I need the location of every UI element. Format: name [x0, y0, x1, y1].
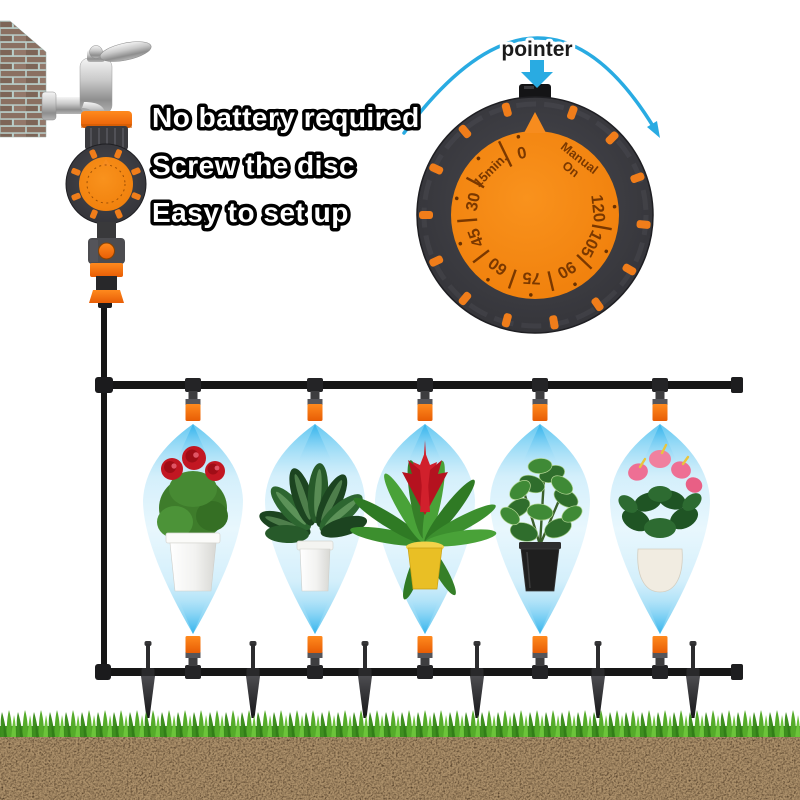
- brick-wall: [0, 20, 47, 138]
- dial-rim-tabs: [419, 102, 651, 330]
- faucet-handle: [99, 41, 152, 62]
- mist-nozzle-top: [652, 378, 668, 421]
- mist-nozzle-bottom: [185, 636, 201, 679]
- plant-foliage: [499, 458, 583, 592]
- dial-label-120: 120: [587, 194, 608, 223]
- bromeliad-flower: [402, 440, 448, 515]
- dial-dot-marks: [454, 134, 617, 297]
- pointer-label: pointer: [501, 38, 572, 61]
- dial-label-30: 30: [463, 191, 484, 213]
- hose-adapter: [89, 290, 124, 303]
- mist-nozzle-bottom: [417, 636, 433, 679]
- ground-spike: [686, 641, 700, 718]
- plant-calathea: [259, 463, 368, 592]
- soil-layer: [0, 737, 800, 800]
- anthurium-flowers: [628, 443, 703, 493]
- mist-nozzle-top: [532, 378, 548, 421]
- ground-spike: [246, 641, 260, 718]
- pipe-end-cap-bottom: [731, 664, 743, 680]
- water-timer-device: [65, 111, 147, 303]
- plant-rose: [157, 446, 228, 592]
- callout-line-2: Screw the disc: [152, 150, 355, 181]
- dial-label-0: 0: [516, 144, 529, 164]
- pointer-arrow-icon: [521, 60, 553, 88]
- callout-text: No battery required Screw the disc Easy …: [149, 99, 423, 232]
- dial-label-75: 75: [522, 268, 541, 287]
- plant-pot: [519, 542, 561, 549]
- dial-label-45: 45: [465, 226, 488, 250]
- timer-top-coupling: [81, 111, 132, 128]
- plant-pot: [637, 548, 683, 593]
- mist-nozzle-bottom: [307, 636, 323, 679]
- plant-anthurium: [618, 443, 703, 593]
- faucet: [41, 41, 152, 121]
- ground-spike: [141, 641, 155, 718]
- timer-dial-small: [65, 143, 147, 225]
- dial-face: [451, 131, 619, 299]
- riser-pipe: [101, 300, 107, 676]
- elbow-fitting-bottom: [95, 664, 111, 680]
- pipe-end-cap-top: [731, 377, 743, 393]
- mist-nozzle-top: [185, 378, 201, 421]
- dial-tick-marks: [457, 140, 612, 292]
- plant-pot: [165, 532, 221, 544]
- tee-fitting-top: [95, 377, 113, 393]
- mist-nozzle-bottom: [652, 636, 668, 679]
- callout-line-1: No battery required: [152, 102, 420, 133]
- rotation-arc-icon: [402, 36, 658, 135]
- ground-spike: [358, 641, 372, 718]
- mist-nozzle-bottom: [532, 636, 548, 679]
- arc-arrowhead-icon: [647, 121, 660, 138]
- ground-spike: [470, 641, 484, 718]
- timer-dial-large: 0 15min. 30 45 60 75 90 105 120 ManualOn: [416, 84, 654, 334]
- callout-line-3: Easy to set up: [152, 197, 349, 228]
- mist-nozzle-top: [307, 378, 323, 421]
- plant-pot: [296, 540, 334, 551]
- plant-bromeliad: [350, 440, 497, 600]
- mist-nozzle-top: [417, 378, 433, 421]
- grass-strip: [0, 708, 800, 740]
- ground-spike: [591, 641, 605, 718]
- dial-pointer-triangle: [524, 112, 546, 133]
